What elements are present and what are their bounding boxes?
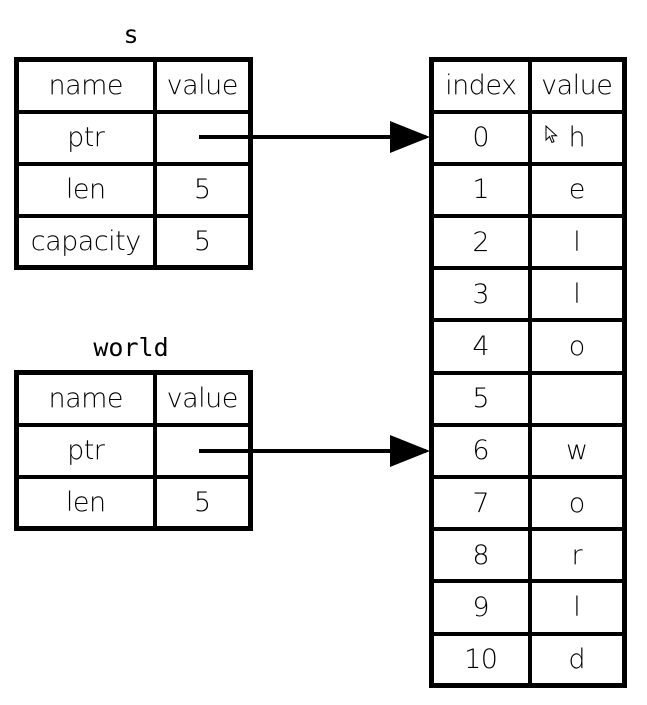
variable-name-world: world [93, 333, 169, 362]
field-value: 5 [152, 213, 253, 270]
heap-table: index value 0 h 1 e 2 l 3 l 4 o 5 6 w 7 … [429, 57, 627, 689]
heap-value: l [527, 214, 627, 271]
heap-row: 7 o [429, 474, 627, 532]
heap-row: 6 w [429, 422, 627, 480]
heap-index: 7 [429, 474, 532, 532]
heap-row: 3 l [429, 266, 627, 323]
stack-table-s: name value ptr len 5 capacity 5 [14, 57, 253, 270]
heap-row: 4 o [429, 318, 627, 375]
table-row-len: len 5 [14, 474, 253, 531]
mouse-cursor-icon [545, 125, 558, 144]
heap-value: w [527, 422, 627, 480]
field-name: capacity [14, 213, 157, 270]
heap-index: 10 [429, 631, 532, 688]
table-row-ptr: ptr [14, 422, 253, 479]
table-header-row: name value [14, 370, 253, 427]
heap-index: 6 [429, 422, 532, 480]
heap-index: 4 [429, 318, 532, 375]
heap-row: 5 [429, 370, 627, 427]
heap-row: 8 r [429, 527, 627, 584]
heap-index: 1 [429, 161, 532, 219]
heap-index: 3 [429, 266, 532, 323]
field-name: len [14, 161, 157, 218]
heap-value: h [527, 109, 627, 166]
heap-row: 1 e [429, 161, 627, 219]
field-value [152, 109, 253, 166]
table-header-row: index value [429, 57, 627, 114]
heap-value [527, 370, 627, 427]
heap-index: 8 [429, 527, 532, 584]
stack-table-world: name value ptr len 5 [14, 370, 253, 531]
header-value: value [152, 57, 253, 114]
heap-value: r [527, 527, 627, 584]
heap-index: 2 [429, 214, 532, 271]
heap-row: 2 l [429, 214, 627, 271]
table-row-len: len 5 [14, 161, 253, 218]
header-name: name [14, 370, 157, 427]
heap-value: o [527, 318, 627, 375]
table-row-ptr: ptr [14, 109, 253, 166]
field-name: ptr [14, 422, 157, 479]
heap-value: o [527, 474, 627, 532]
heap-row: 10 d [429, 631, 627, 688]
heap-value: e [527, 161, 627, 219]
heap-index: 9 [429, 579, 532, 636]
field-value: 5 [152, 474, 253, 531]
table-header-row: name value [14, 57, 253, 114]
heap-row: 9 l [429, 579, 627, 636]
field-value [152, 422, 253, 479]
header-value: value [152, 370, 253, 427]
heap-index: 5 [429, 370, 532, 427]
heap-row: 0 h [429, 109, 627, 166]
header-name: name [14, 57, 157, 114]
field-name: len [14, 474, 157, 531]
heap-value: l [527, 579, 627, 636]
field-name: ptr [14, 109, 157, 166]
field-value: 5 [152, 161, 253, 218]
header-index: index [429, 57, 532, 114]
heap-index: 0 [429, 109, 532, 166]
table-row-capacity: capacity 5 [14, 213, 253, 270]
heap-value: l [527, 266, 627, 323]
header-value: value [527, 57, 627, 114]
heap-value: d [527, 631, 627, 688]
variable-name-s: s [123, 20, 139, 49]
